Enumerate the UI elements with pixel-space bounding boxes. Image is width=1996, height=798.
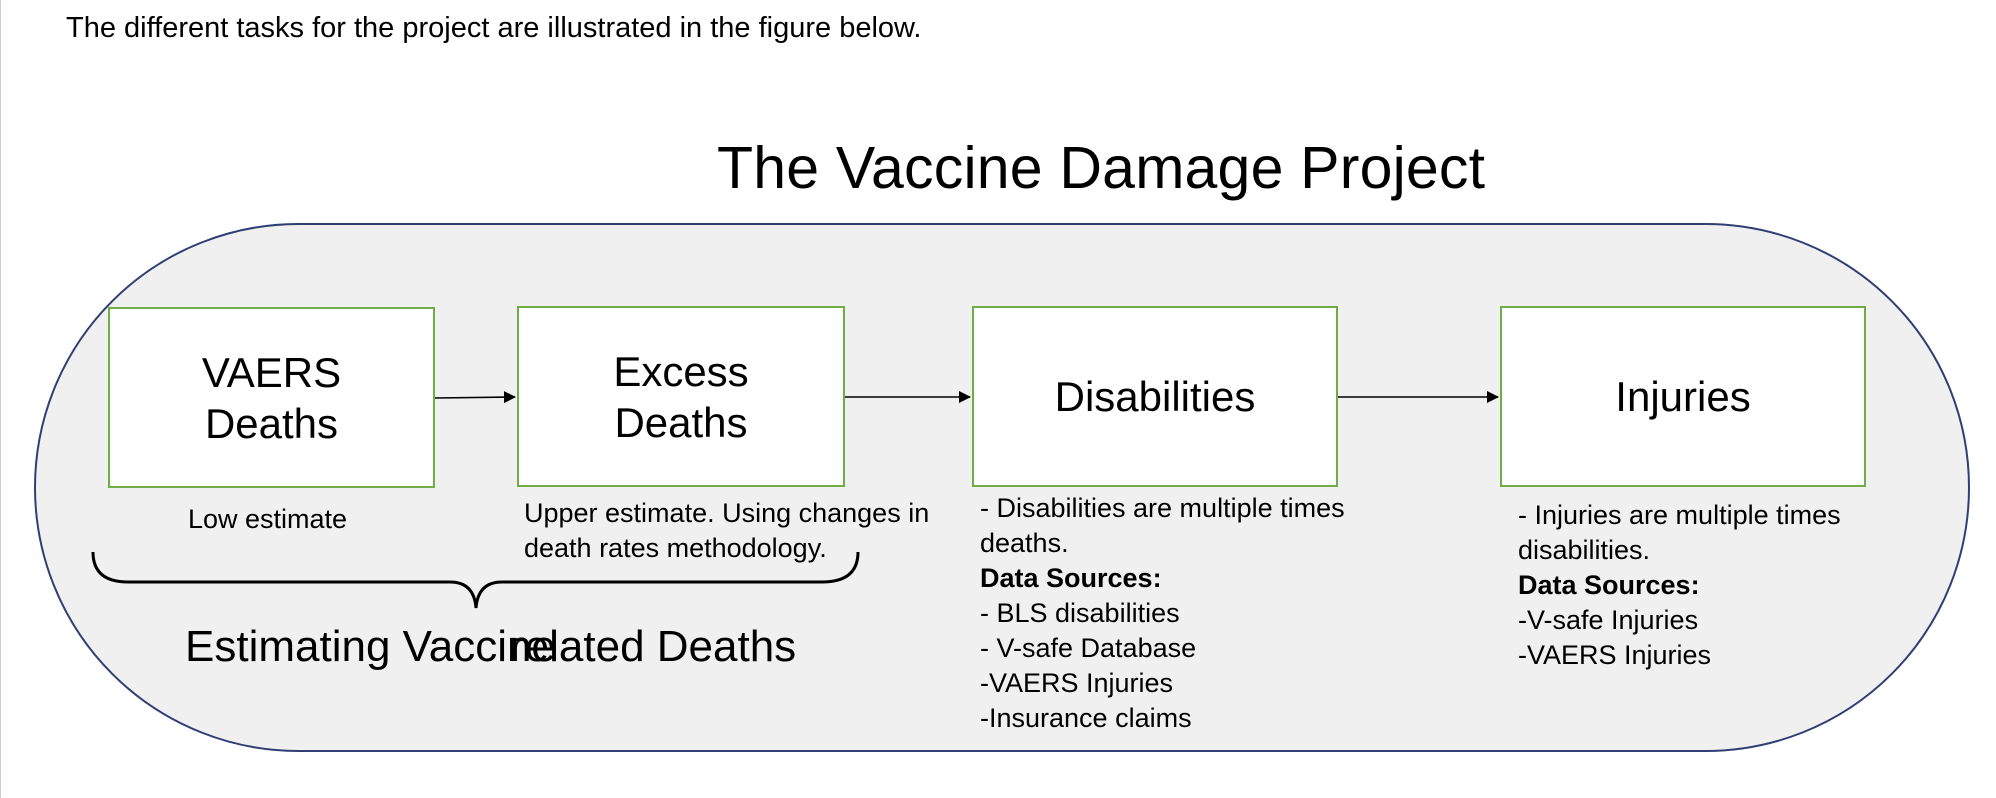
note-disabilities-summary-line1: - Disabilities are multiple times xyxy=(980,493,1345,523)
brace-caption-part1: Estimating Vaccine xyxy=(185,622,556,671)
note-injuries: - Injuries are multiple times disabiliti… xyxy=(1518,498,1841,673)
note-injuries-summary-line1: - Injuries are multiple times xyxy=(1518,500,1841,530)
note-disabilities-heading: Data Sources: xyxy=(980,563,1162,593)
box-injuries: Injuries xyxy=(1500,306,1866,487)
note-upper-estimate: Upper estimate. Using changes in death r… xyxy=(524,496,929,566)
note-injuries-source: -V-safe Injuries xyxy=(1518,605,1699,635)
intro-text: The different tasks for the project are … xyxy=(66,12,922,44)
note-disabilities-source: -VAERS Injuries xyxy=(980,668,1174,698)
box-excess-deaths-line1: Excess xyxy=(613,347,749,395)
box-vaers-deaths-line1: VAERS xyxy=(201,348,342,396)
box-vaers-deaths-line2: Deaths xyxy=(204,399,339,447)
curly-brace xyxy=(91,551,860,609)
page-left-rule xyxy=(0,0,1,798)
note-low-estimate-text: Low estimate xyxy=(188,504,348,534)
note-disabilities-summary-line2: deaths. xyxy=(980,528,1069,558)
note-disabilities: - Disabilities are multiple times deaths… xyxy=(980,491,1345,736)
box-excess-deaths-line2: Deaths xyxy=(614,398,748,446)
box-disabilities-label: Disabilities xyxy=(1054,373,1256,420)
note-disabilities-source: - V-safe Database xyxy=(980,633,1197,663)
box-excess-deaths: Excess Deaths xyxy=(517,306,845,487)
note-disabilities-source: -Insurance claims xyxy=(980,703,1192,733)
note-disabilities-source: - BLS disabilities xyxy=(980,598,1180,628)
arrow-vaers-to-excess xyxy=(434,391,516,404)
brace-caption-part2: related Deaths xyxy=(510,622,797,671)
box-vaers-deaths: VAERS Deaths xyxy=(108,307,435,488)
note-upper-estimate-line2: death rates methodology. xyxy=(524,533,827,563)
note-upper-estimate-line1: Upper estimate. Using changes in xyxy=(524,498,930,528)
note-low-estimate: Low estimate xyxy=(188,502,347,537)
diagram-title: The Vaccine Damage Project xyxy=(717,135,1486,201)
box-disabilities: Disabilities xyxy=(972,306,1338,487)
note-injuries-summary-line2: disabilities. xyxy=(1518,535,1651,565)
note-injuries-heading: Data Sources: xyxy=(1518,570,1700,600)
box-injuries-label: Injuries xyxy=(1615,373,1751,420)
note-injuries-source: -VAERS Injuries xyxy=(1518,640,1712,670)
